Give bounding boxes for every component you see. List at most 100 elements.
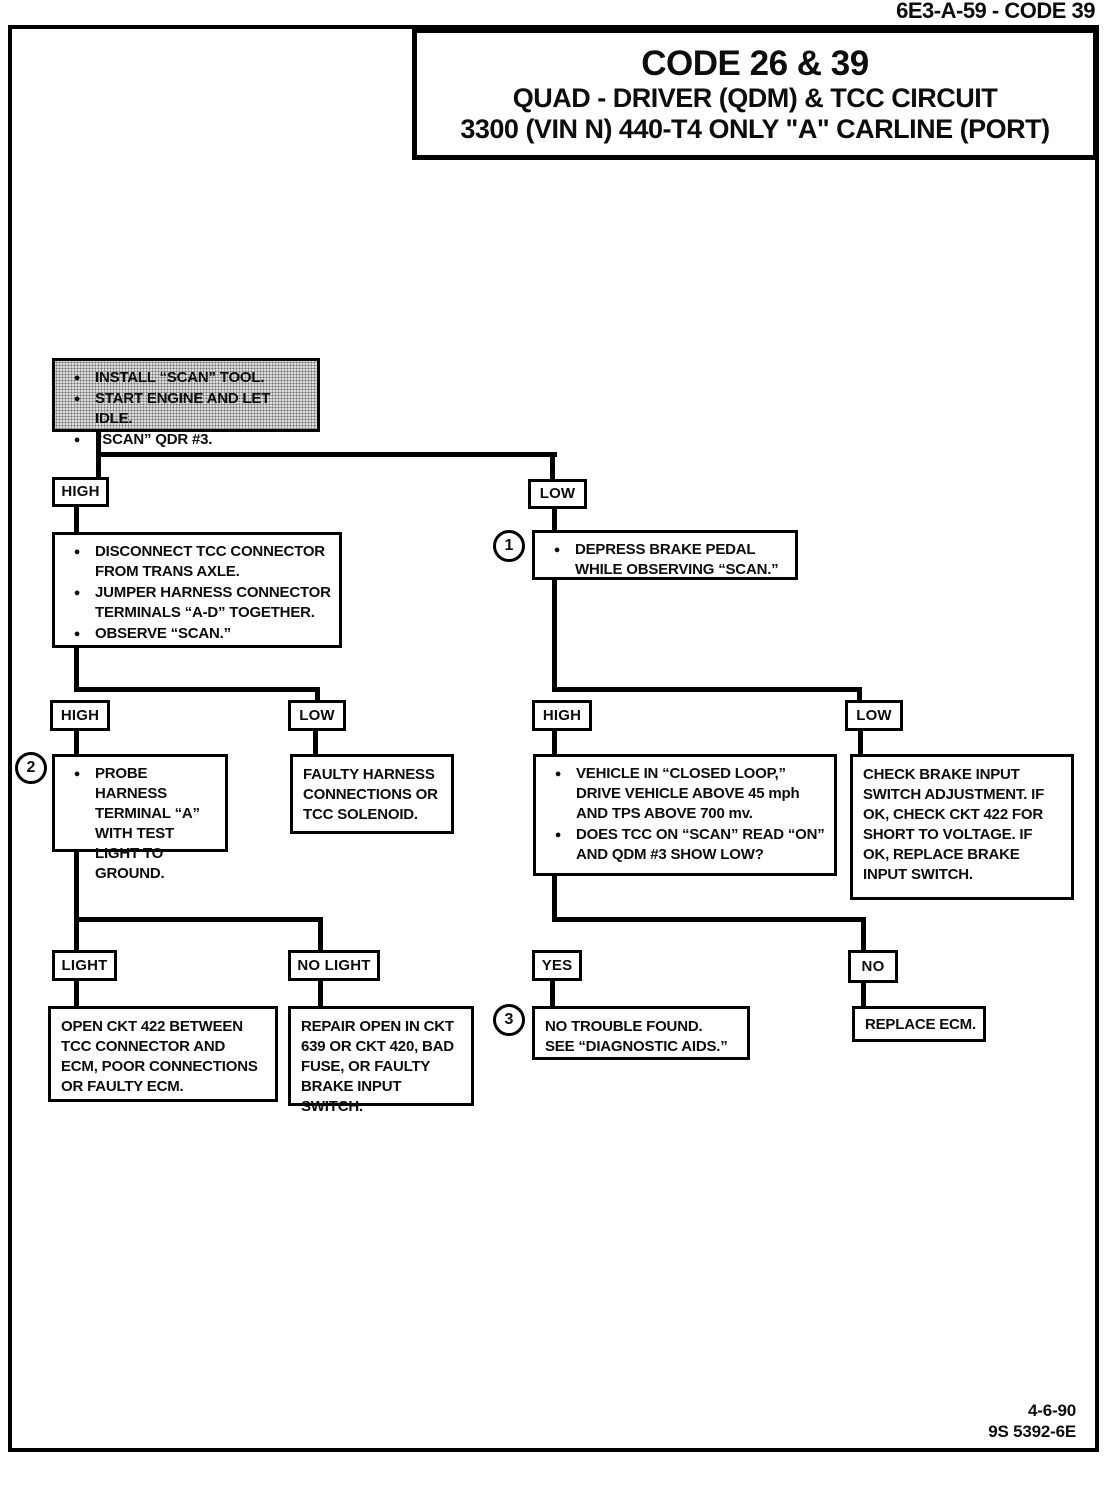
instruction-item: ● DOES TCC ON “SCAN” READ “ON” AND QDM #…	[540, 825, 828, 865]
result-text-line: FAULTY HARNESS	[303, 766, 435, 783]
instruction-text: JUMPER HARNESS CONNECTOR TERMINALS “A-D”…	[95, 583, 331, 621]
open-ckt-422-box: OPEN CKT 422 BETWEEN TCC CONNECTOR AND E…	[48, 1006, 278, 1102]
connector-line	[74, 648, 79, 692]
instruction-item: ● OBSERVE “SCAN.”	[59, 624, 333, 644]
faulty-harness-box: FAULTY HARNESS CONNECTIONS OR TCC SOLENO…	[290, 754, 454, 834]
branch2-left-low-label: LOW	[288, 700, 346, 731]
connector-line	[315, 687, 320, 700]
repair-open-ckt-box: REPAIR OPEN IN CKT 639 OR CKT 420, BAD F…	[288, 1006, 474, 1115]
bullet-icon: ●	[553, 544, 561, 556]
instruction-item: ● START ENGINE AND LET IDLE.	[59, 389, 311, 429]
page-frame	[8, 25, 1099, 1452]
result-text-line: FUSE, OR FAULTY	[301, 1057, 431, 1075]
instruction-item: ● DEPRESS BRAKE PEDAL WHILE OBSERVING “S…	[539, 540, 789, 580]
instruction-text: DEPRESS BRAKE PEDAL WHILE OBSERVING “SCA…	[575, 541, 779, 578]
connector-line	[858, 731, 863, 754]
instruction-text: INSTALL “SCAN” TOOL.	[95, 369, 265, 386]
step-number-2-badge: 2	[15, 752, 47, 784]
result-text-line: REPAIR OPEN IN CKT	[301, 1018, 454, 1035]
instruction-text: VEHICLE IN “CLOSED LOOP,” DRIVE VEHICLE …	[576, 765, 800, 822]
connector-line	[74, 852, 79, 922]
result-text-line: SHORT TO VOLTAGE. IF	[863, 825, 1033, 843]
bullet-icon: ●	[73, 393, 81, 405]
chart-title-box: CODE 26 & 39 QUAD - DRIVER (QDM) & TCC C…	[412, 28, 1098, 160]
no-trouble-found-box: NO TROUBLE FOUND. SEE “DIAGNOSTIC AIDS.”	[532, 1006, 750, 1060]
depress-brake-box: ● DEPRESS BRAKE PEDAL WHILE OBSERVING “S…	[532, 530, 798, 580]
instruction-item: ● “SCAN” QDR #3.	[59, 430, 311, 450]
result-text-line: OPEN CKT 422 BETWEEN	[61, 1018, 243, 1035]
replace-ecm-box: REPLACE ECM.	[852, 1006, 986, 1042]
connector-line	[318, 917, 323, 950]
branch2-right-low-label: LOW	[845, 700, 903, 731]
result-text-line: NO TROUBLE FOUND.	[545, 1018, 703, 1035]
connector-line	[552, 687, 862, 692]
probe-harness-box: ● PROBE HARNESS TERMINAL “A” WITH TEST L…	[52, 754, 228, 882]
instruction-item: ● DISCONNECT TCC CONNECTOR FROM TRANS AX…	[59, 542, 333, 582]
branch2-left-high-label: HIGH	[50, 700, 110, 731]
instruction-item: ● PROBE HARNESS TERMINAL “A” WITH TEST L…	[59, 764, 219, 884]
instruction-text: PROBE HARNESS TERMINAL “A” WITH TEST LIG…	[95, 765, 200, 882]
footer-date: 4-6-90	[1028, 1401, 1076, 1420]
result-text-line: OK, REPLACE BRAKE	[863, 845, 1020, 863]
result-text-line: SWITCH ADJUSTMENT. IF	[863, 785, 1045, 803]
result-text-line: TCC SOLENOID.	[303, 805, 418, 823]
branch1-high-label: HIGH	[52, 477, 109, 507]
connector-line	[96, 432, 101, 456]
chart-title-application: 3300 (VIN N) 440-T4 ONLY "A" CARLINE (PO…	[460, 113, 1050, 144]
connector-line	[552, 509, 557, 532]
result-text-line: CONNECTIONS OR	[303, 785, 438, 803]
bullet-icon: ●	[73, 627, 81, 640]
vehicle-closed-loop-box: ● VEHICLE IN “CLOSED LOOP,” DRIVE VEHICL…	[533, 754, 837, 876]
connector-line	[74, 922, 79, 950]
connector-line	[96, 457, 101, 477]
connector-line	[552, 580, 557, 692]
branch1-low-label: LOW	[528, 479, 587, 509]
branch3-left-no-light-label: NO LIGHT	[288, 950, 380, 981]
connector-line	[96, 452, 557, 457]
page-code-heading: 6E3-A-59 - CODE 39	[896, 0, 1095, 23]
bullet-icon: ●	[73, 546, 81, 558]
result-text-line: ECM, POOR CONNECTIONS	[61, 1057, 258, 1075]
result-text-line: CHECK BRAKE INPUT	[863, 766, 1020, 783]
instruction-text: DISCONNECT TCC CONNECTOR FROM TRANS AXLE…	[95, 543, 325, 580]
branch3-right-yes-label: YES	[532, 950, 582, 981]
result-text-line: INPUT SWITCH.	[863, 865, 973, 883]
bullet-icon: ●	[73, 372, 81, 384]
chart-title-circuit: QUAD - DRIVER (QDM) & TCC CIRCUIT	[512, 83, 998, 114]
result-text-line: SEE “DIAGNOSTIC AIDS.”	[545, 1037, 728, 1055]
connector-line	[550, 457, 555, 479]
instruction-item: ● JUMPER HARNESS CONNECTOR TERMINALS “A-…	[59, 583, 333, 623]
instruction-text: “SCAN” QDR #3.	[95, 430, 213, 448]
connector-line	[552, 917, 866, 922]
connector-line	[318, 981, 323, 1006]
bullet-icon: ●	[73, 586, 81, 599]
instruction-text: DOES TCC ON “SCAN” READ “ON” AND QDM #3 …	[576, 825, 825, 863]
result-text-line: TCC CONNECTOR AND	[61, 1037, 226, 1055]
bullet-icon: ●	[554, 768, 562, 780]
chart-title-code: CODE 26 & 39	[641, 44, 869, 84]
result-text-line: BRAKE INPUT SWITCH.	[301, 1077, 402, 1115]
branch3-left-light-label: LIGHT	[52, 950, 117, 981]
branch2-right-high-label: HIGH	[532, 700, 592, 731]
result-text-line: 639 OR CKT 420, BAD	[301, 1037, 454, 1055]
connector-line	[552, 731, 557, 754]
instruction-item: ● INSTALL “SCAN” TOOL.	[59, 368, 311, 388]
start-instructions-box: ● INSTALL “SCAN” TOOL. ● START ENGINE AN…	[52, 358, 320, 448]
connector-line	[74, 917, 323, 922]
step-number-3-badge: 3	[493, 1004, 525, 1036]
connector-line	[550, 981, 555, 1006]
check-brake-switch-box: CHECK BRAKE INPUT SWITCH ADJUSTMENT. IF …	[850, 754, 1074, 900]
connector-line	[857, 687, 862, 700]
connector-line	[552, 876, 557, 922]
connector-line	[74, 981, 79, 1006]
disconnect-tcc-box: ● DISCONNECT TCC CONNECTOR FROM TRANS AX…	[52, 532, 342, 648]
connector-line	[74, 687, 320, 692]
connector-line	[74, 731, 79, 754]
instruction-item: ● VEHICLE IN “CLOSED LOOP,” DRIVE VEHICL…	[540, 764, 828, 824]
result-text-line: REPLACE ECM.	[865, 1016, 976, 1033]
bullet-icon: ●	[73, 768, 81, 780]
result-text-line: OK, CHECK CKT 422 FOR	[863, 805, 1043, 823]
bullet-icon: ●	[554, 828, 562, 841]
connector-line	[313, 731, 318, 754]
